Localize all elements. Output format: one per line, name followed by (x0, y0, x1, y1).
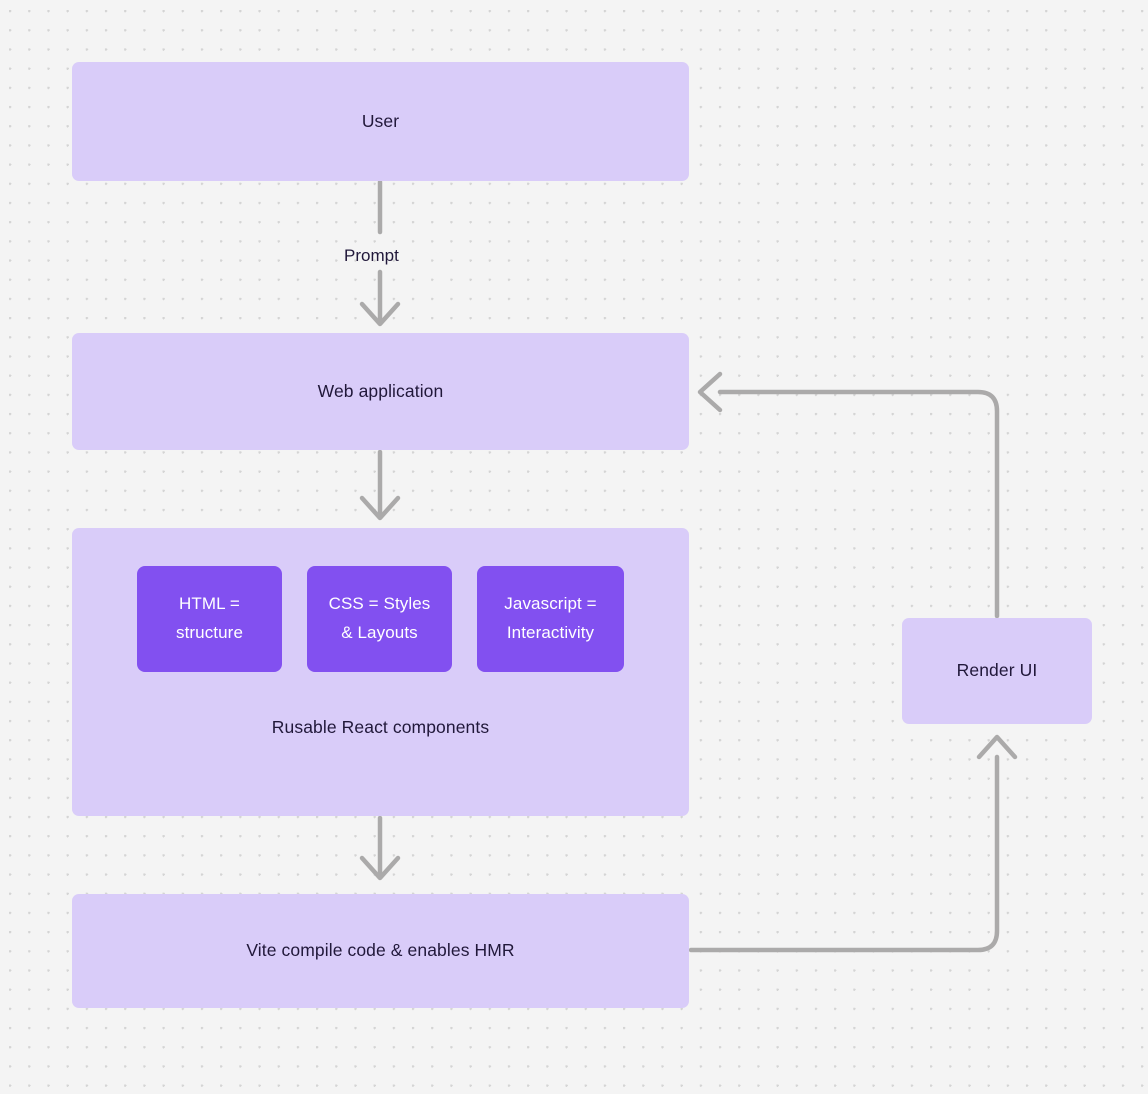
node-web-application-label: Web application (317, 380, 444, 401)
edge-label-prompt: Prompt (344, 246, 399, 265)
node-web-application[interactable]: Web application (72, 333, 689, 450)
edge-vite-to-render-shaft (688, 754, 1000, 953)
edge-components-to-vite-arrowhead (359, 855, 401, 881)
chip-javascript[interactable]: Javascript = Interactivity (477, 566, 624, 672)
edge-vite-to-render-arrowhead (976, 734, 1018, 760)
node-user-label: User (361, 110, 400, 131)
node-vite-label: Vite compile code & enables HMR (246, 940, 515, 961)
react-components-inner: HTML = structure CSS = Styles & Layouts … (72, 528, 689, 816)
chip-html[interactable]: HTML = structure (137, 566, 282, 672)
node-render-ui[interactable]: Render UI (902, 618, 1092, 724)
react-components-caption: Rusable React components (271, 717, 490, 737)
node-user[interactable]: User (72, 62, 689, 181)
edge-webapp-to-components-arrowhead (359, 495, 401, 521)
node-render-ui-label: Render UI (956, 660, 1038, 681)
chip-javascript-label: Javascript = Interactivity (504, 594, 597, 642)
edge-render-to-webapp-shaft (717, 389, 1000, 619)
chip-css-label: CSS = Styles & Layouts (328, 594, 431, 642)
node-react-components[interactable]: HTML = structure CSS = Styles & Layouts … (72, 528, 689, 816)
chip-html-label: HTML = structure (175, 594, 244, 642)
edge-user-to-webapp-arrowhead (359, 301, 401, 327)
node-vite[interactable]: Vite compile code & enables HMR (72, 894, 689, 1008)
edge-render-to-webapp-arrowhead (697, 371, 723, 413)
chip-css[interactable]: CSS = Styles & Layouts (307, 566, 452, 672)
